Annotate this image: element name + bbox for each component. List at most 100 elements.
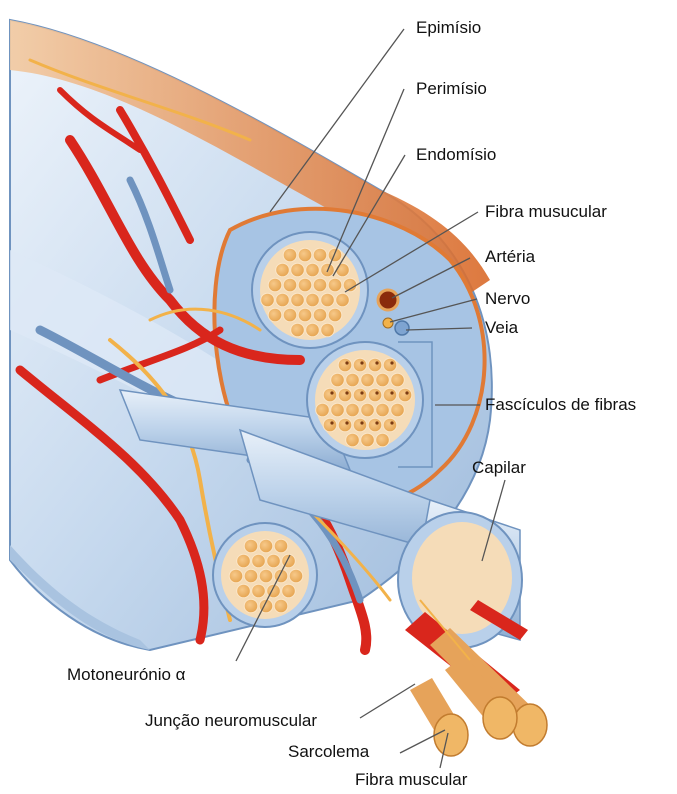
muscle-fiber	[338, 388, 352, 402]
muscle-fiber	[391, 373, 405, 387]
muscle-fiber	[336, 293, 350, 307]
muscle-fiber	[361, 403, 375, 417]
muscle-fiber	[282, 554, 296, 568]
muscle-fiber	[291, 293, 305, 307]
muscle-fiber	[259, 569, 273, 583]
muscle-fiber	[361, 373, 375, 387]
muscle-fiber	[323, 388, 337, 402]
label-sarcolema: Sarcolema	[288, 742, 369, 762]
muscle-fiber	[353, 358, 367, 372]
muscle-fiber	[268, 278, 282, 292]
muscle-fiber	[252, 554, 266, 568]
muscle-fiber	[244, 539, 258, 553]
muscle-fiber	[252, 584, 266, 598]
muscle-fiber	[346, 433, 360, 447]
label-juncao: Junção neuromuscular	[145, 711, 317, 731]
nerve-dot	[383, 318, 393, 328]
muscle-fiber	[237, 584, 251, 598]
muscle-fiber	[328, 278, 342, 292]
muscle-fiber	[244, 599, 258, 613]
muscle-fiber	[306, 263, 320, 277]
muscle-fiber	[321, 293, 335, 307]
fiber-nucleus	[360, 421, 363, 424]
muscle-fiber	[291, 263, 305, 277]
muscle-fiber	[346, 403, 360, 417]
label-arteria: Artéria	[485, 247, 535, 267]
muscle-fiber	[313, 278, 327, 292]
muscle-fiber	[383, 358, 397, 372]
label-nervo: Nervo	[485, 289, 530, 309]
muscle-fiber	[259, 539, 273, 553]
muscle-fiber	[321, 323, 335, 337]
muscle-fiber	[229, 569, 243, 583]
muscle-fiber	[368, 418, 382, 432]
muscle-fiber	[353, 418, 367, 432]
fiber-nucleus	[360, 361, 363, 364]
muscle-fiber	[338, 358, 352, 372]
fiber-nucleus	[375, 361, 378, 364]
muscle-fiber	[328, 248, 342, 262]
muscle-fiber	[276, 293, 290, 307]
muscle-fiber	[331, 403, 345, 417]
muscle-fiber	[338, 418, 352, 432]
muscle-fiber	[282, 584, 296, 598]
fiber-nucleus	[375, 391, 378, 394]
fiber-nucleus	[345, 421, 348, 424]
label-fasciculos: Fascículos de fibras	[485, 395, 636, 415]
muscle-fiber	[268, 308, 282, 322]
fiber-nucleus	[390, 391, 393, 394]
muscle-fiber	[306, 293, 320, 307]
label-epimisio: Epimísio	[416, 18, 481, 38]
muscle-fiber	[376, 373, 390, 387]
muscle-fiber	[244, 569, 258, 583]
muscle-fiber	[368, 358, 382, 372]
fiber-nucleus	[330, 421, 333, 424]
muscle-fiber	[237, 554, 251, 568]
muscle-fiber	[313, 308, 327, 322]
muscle-fiber	[398, 388, 412, 402]
label-veia: Veia	[485, 318, 518, 338]
muscle-fiber	[353, 388, 367, 402]
label-fibra-muscular: Fibra muscular	[355, 770, 467, 790]
muscle-fiber	[283, 248, 297, 262]
label-endomisio: Endomísio	[416, 145, 496, 165]
muscle-fiber	[298, 278, 312, 292]
muscle-fiber	[383, 388, 397, 402]
muscle-fiber	[368, 388, 382, 402]
vein-dot	[395, 321, 409, 335]
muscle-fiber	[267, 554, 281, 568]
label-capilar: Capilar	[472, 458, 526, 478]
muscle-fiber	[316, 403, 330, 417]
fiber-nucleus	[390, 421, 393, 424]
muscle-fiber	[376, 403, 390, 417]
muscle-fiber	[274, 599, 288, 613]
muscle-fiber	[313, 248, 327, 262]
muscle-fiber	[383, 418, 397, 432]
artery-dot	[378, 290, 398, 310]
fiber-nucleus	[375, 421, 378, 424]
muscle-fiber	[336, 263, 350, 277]
label-motoneuronio: Motoneurónio α	[67, 665, 186, 685]
label-perimisio: Perimísio	[416, 79, 487, 99]
fiber-nucleus	[330, 391, 333, 394]
muscle-fiber	[323, 418, 337, 432]
fiber-nucleus	[345, 391, 348, 394]
muscle-fiber	[346, 373, 360, 387]
muscle-fiber	[391, 403, 405, 417]
muscle-fiber	[331, 373, 345, 387]
fiber-nucleus	[390, 361, 393, 364]
muscle-fiber	[361, 433, 375, 447]
muscle-fiber	[343, 278, 357, 292]
muscle-fiber	[283, 278, 297, 292]
muscle-fiber	[298, 308, 312, 322]
fiber-nucleus	[345, 361, 348, 364]
fiber-nucleus	[405, 391, 408, 394]
muscle-fiber	[289, 569, 303, 583]
muscle-fiber	[376, 433, 390, 447]
muscle-fiber	[283, 308, 297, 322]
label-fibra-musucular: Fibra musucular	[485, 202, 607, 222]
muscle-fiber	[328, 308, 342, 322]
muscle-fiber	[298, 248, 312, 262]
muscle-fiber	[291, 323, 305, 337]
muscle-fiber	[274, 539, 288, 553]
